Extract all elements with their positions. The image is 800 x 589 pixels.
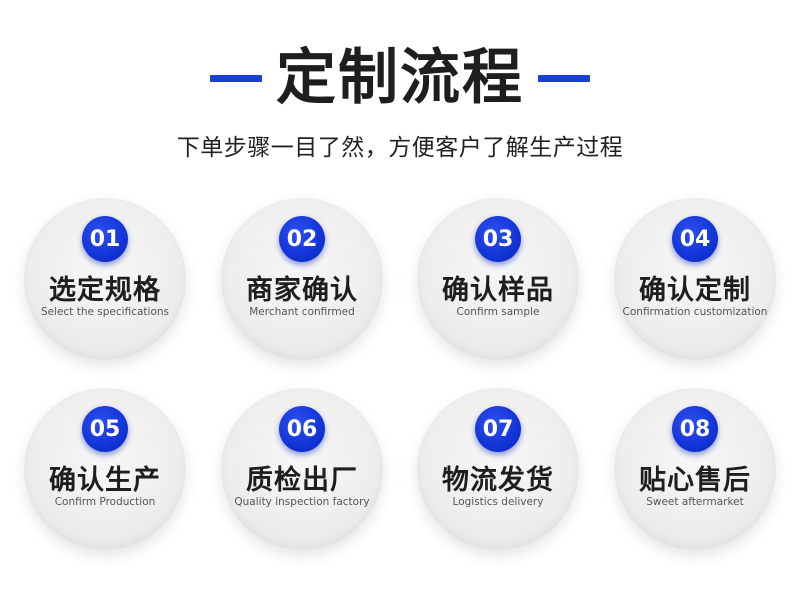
step-number-badge: 03 <box>475 216 521 262</box>
step-title: 物流发货 <box>442 465 554 496</box>
step-4: 04 确认定制 Confirmation customization <box>614 198 776 360</box>
step-5: 05 确认生产 Confirm Production <box>24 388 186 550</box>
step-subtitle: Merchant confirmed <box>249 306 355 318</box>
step-title: 确认定制 <box>639 275 751 306</box>
step-subtitle: Select the specifications <box>41 306 169 318</box>
step-title: 商家确认 <box>246 275 358 306</box>
step-title: 选定规格 <box>49 275 161 306</box>
step-subtitle: Confirm Production <box>54 496 156 508</box>
step-number-badge: 07 <box>475 406 521 452</box>
step-7: 07 物流发货 Logistics delivery <box>417 388 579 550</box>
step-number-badge: 05 <box>82 406 128 452</box>
step-subtitle: Sweet aftermarket <box>646 496 744 508</box>
step-2: 02 商家确认 Merchant confirmed <box>221 198 383 360</box>
step-6: 06 质检出厂 Quality inspection factory <box>221 388 383 550</box>
page-subtitle: 下单步骤一目了然，方便客户了解生产过程 <box>176 135 624 161</box>
step-subtitle: Confirm sample <box>456 306 540 318</box>
step-number-badge: 02 <box>279 216 325 262</box>
step-number-badge: 01 <box>82 216 128 262</box>
step-title: 质检出厂 <box>246 465 358 496</box>
title-left-bar <box>210 74 262 82</box>
step-number-badge: 04 <box>672 216 718 262</box>
title-right-bar <box>538 74 590 82</box>
page-title: 定制流程 <box>276 43 524 113</box>
step-3: 03 确认样品 Confirm sample <box>417 198 579 360</box>
step-subtitle: Quality inspection factory <box>234 496 370 508</box>
title-row: 定制流程 <box>0 38 800 118</box>
step-title: 确认样品 <box>442 275 554 306</box>
step-subtitle: Logistics delivery <box>452 496 544 508</box>
step-title: 确认生产 <box>49 465 161 496</box>
step-subtitle: Confirmation customization <box>622 306 768 318</box>
step-number-badge: 06 <box>279 406 325 452</box>
step-title: 贴心售后 <box>639 465 751 496</box>
header: 定制流程 下单步骤一目了然，方便客户了解生产过程 <box>0 0 800 170</box>
step-8: 08 贴心售后 Sweet aftermarket <box>614 388 776 550</box>
step-number-badge: 08 <box>672 406 718 452</box>
step-1: 01 选定规格 Select the specifications <box>24 198 186 360</box>
